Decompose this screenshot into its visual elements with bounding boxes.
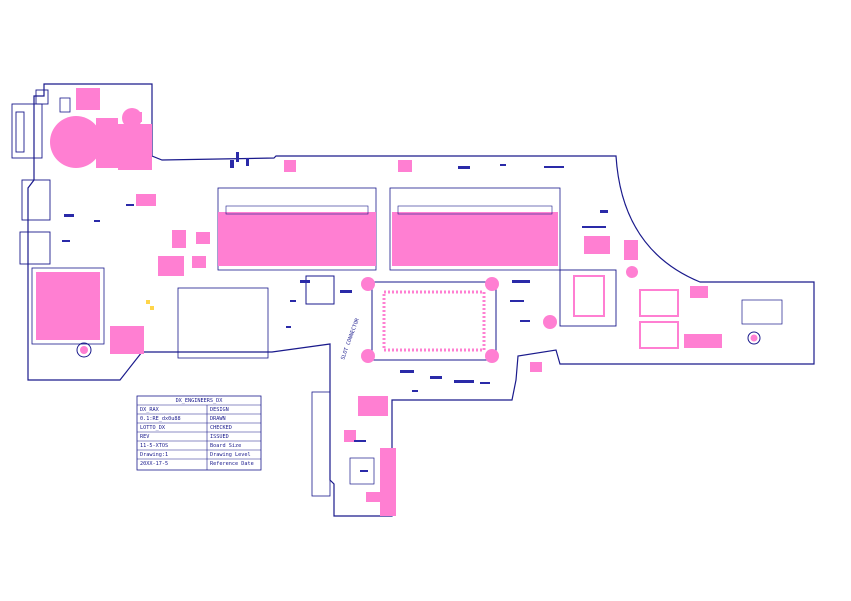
left-edge-connectors	[11, 89, 51, 265]
title-block-label: Drawing Level	[210, 452, 251, 458]
usb-ports	[639, 286, 783, 349]
title-block-label: Reference Date	[210, 461, 254, 467]
title-block-label: DESIGN	[210, 407, 229, 413]
power-section	[50, 88, 152, 170]
small-components	[62, 152, 608, 472]
title-block-value: DX_RAX	[140, 407, 160, 413]
title-block-label: ISSUED	[210, 434, 229, 440]
title-block: DX_ENGINEERS_DX DESIGN DX_RAX DRAWN 0.1:…	[136, 395, 262, 471]
title-block-value: REV	[140, 434, 149, 440]
board-outline	[27, 83, 815, 517]
soc-package	[31, 267, 269, 359]
title-block-value: 0.1:RE_dx0u88	[140, 416, 181, 422]
regulator-cluster	[136, 194, 210, 310]
title-block-value: LOTTO_DX	[140, 425, 166, 431]
title-block-label: CHECKED	[210, 425, 232, 431]
cpu-socket	[305, 275, 557, 363]
title-block-value: 20XX-17-5	[140, 461, 168, 467]
tail-section	[311, 391, 396, 516]
memory-slot-left	[217, 187, 377, 271]
title-block-value: Drawing:1	[140, 452, 168, 458]
title-block-label: Board Size	[210, 443, 241, 449]
title-block-value: 11-5-XTOS	[140, 443, 168, 449]
board-silkscreen-label: SLOT CONNECTOR	[340, 317, 361, 361]
title-block-header: DX_ENGINEERS_DX	[176, 398, 224, 404]
memory-slot-right	[389, 187, 561, 271]
right-section	[284, 160, 638, 372]
title-block-label: DRAWN	[210, 416, 226, 422]
